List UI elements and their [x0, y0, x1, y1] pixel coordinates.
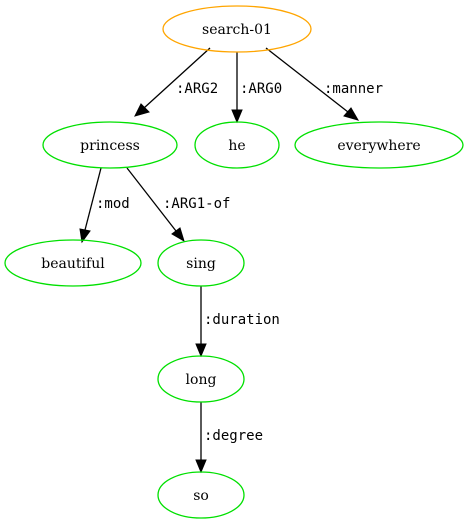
node-princess: princess: [42, 121, 178, 169]
node-everywhere: everywhere: [294, 121, 464, 169]
edge-label-arg2: :ARG2: [176, 81, 218, 97]
node-long: long: [157, 355, 245, 403]
edge-sing-long: :duration: [195, 286, 280, 358]
edge-label-degree: :degree: [204, 428, 263, 444]
node-label: he: [228, 138, 245, 154]
node-he: he: [194, 121, 280, 169]
node-label: sing: [186, 256, 216, 272]
edge-label-arg1-of: :ARG1-of: [163, 196, 230, 212]
edge-search-he: :ARG0: [231, 52, 282, 124]
edge-search-everywhere: :manner: [265, 47, 383, 121]
edge-princess-sing: :ARG1-of: [126, 167, 230, 243]
node-label: search-01: [202, 22, 272, 38]
node-beautiful: beautiful: [4, 239, 142, 287]
edge-search-princess: :ARG2: [134, 47, 218, 117]
node-ellipse: [294, 121, 464, 169]
node-ellipse: [162, 5, 312, 53]
node-label: beautiful: [41, 256, 105, 272]
node-ellipse: [194, 121, 280, 169]
node-ellipse: [157, 239, 245, 287]
edge-label-mod: :mod: [96, 196, 130, 212]
edge-princess-beautiful: :mod: [79, 167, 130, 244]
node-label: princess: [80, 138, 140, 154]
node-label: long: [186, 372, 217, 388]
node-search-01: search-01: [162, 5, 312, 53]
edge-label-manner: :manner: [324, 81, 383, 97]
node-ellipse: [4, 239, 142, 287]
node-ellipse: [157, 471, 245, 519]
node-ellipse: [157, 355, 245, 403]
node-ellipse: [42, 121, 178, 169]
node-label: so: [193, 488, 209, 504]
edge-label-arg0: :ARG0: [240, 81, 282, 97]
edge-long-so: :degree: [195, 402, 263, 474]
node-so: so: [157, 471, 245, 519]
node-label: everywhere: [337, 138, 420, 154]
node-sing: sing: [157, 239, 245, 287]
edge-label-duration: :duration: [204, 312, 280, 328]
